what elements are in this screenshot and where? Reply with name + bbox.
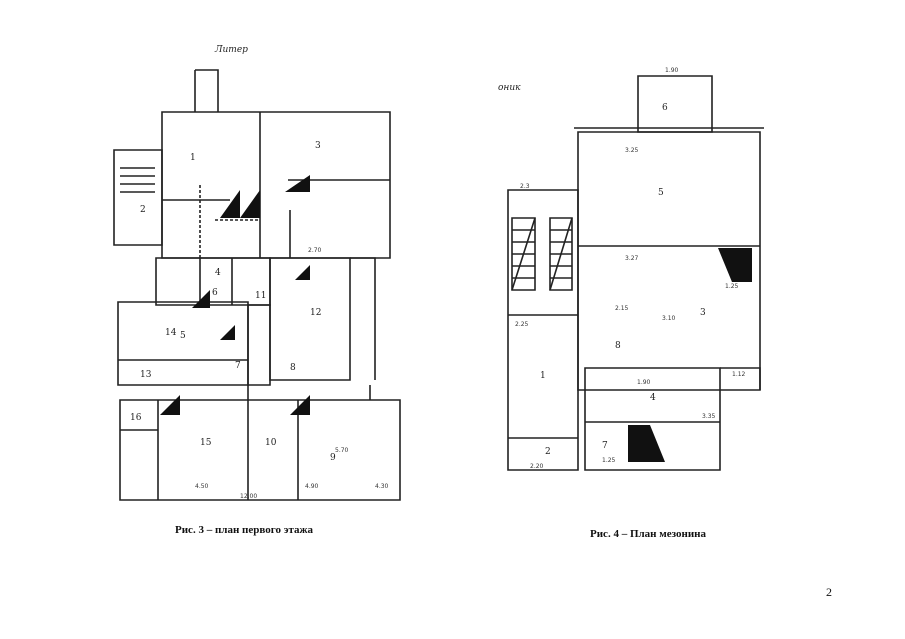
fig4-room-label: 6 — [662, 103, 668, 113]
fig3-dimension: 12.00 — [240, 493, 257, 500]
fig4-header-handwriting: оник — [498, 83, 521, 93]
page-number: 2 — [826, 585, 832, 599]
fig3-dimension: 4.90 — [305, 483, 319, 490]
fig4-dimension: 1.90 — [637, 379, 651, 386]
fig4-dimension: 3.35 — [702, 413, 716, 420]
fig4-dimension: 2.25 — [515, 321, 529, 328]
fig3-dimension: 2.70 — [308, 247, 322, 254]
fig3-room-label: 6 — [212, 288, 218, 298]
fig3-room-label: 9 — [330, 453, 336, 463]
fig4-dimension: 1.25 — [602, 457, 616, 464]
fig4-dimension: 2.15 — [615, 305, 629, 312]
fig3-room-label: 13 — [140, 370, 152, 380]
fig4-dimension: 2.20 — [530, 463, 544, 470]
fig3-room-label: 15 — [200, 438, 212, 448]
fig3-room-label: 5 — [180, 331, 186, 341]
floor-plan-mezzanine: оник 6 5 3 8 1 4 2 7 1.90 3.25 3.27 2.15… — [490, 50, 780, 490]
fig3-room-label: 4 — [215, 268, 221, 278]
fig3-dimension: 4.30 — [375, 483, 389, 490]
fig3-dimension: 4.50 — [195, 483, 209, 490]
fig4-dimension: 3.25 — [625, 147, 639, 154]
fig4-room-label: 1 — [540, 371, 546, 381]
fig4-room-label: 7 — [602, 441, 608, 451]
fig4-room-label: 8 — [615, 341, 621, 351]
fig3-room-label: 16 — [130, 413, 142, 423]
fig4-room-label: 2 — [545, 447, 551, 457]
fig4-dimension: 1.25 — [725, 283, 739, 290]
fig4-dimension: 1.12 — [732, 371, 746, 378]
fig3-dimension: 5.70 — [335, 447, 349, 454]
fig4-dimension: 3.27 — [625, 255, 639, 262]
floor-plan-mezzanine-drawing: оник 6 5 3 8 1 4 2 7 1.90 3.25 3.27 2.15… — [498, 67, 764, 471]
fig4-room-label: 4 — [650, 393, 656, 403]
fig4-room-label: 3 — [700, 308, 706, 318]
floor-plan-first-floor-drawing: Литер 1 2 3 4 5 6 7 8 9 10 11 12 13 14 1… — [113, 45, 401, 501]
fig3-room-label: 10 — [265, 438, 277, 448]
fig4-room-label: 5 — [658, 188, 664, 198]
fig3-room-label: 2 — [140, 205, 146, 215]
fig3-room-label: 12 — [310, 308, 321, 318]
fig4-dimension: 1.90 — [665, 67, 679, 74]
fig3-room-label: 11 — [255, 291, 266, 301]
figure-4-caption: Рис. 4 – План мезонина — [590, 528, 706, 540]
fig4-dimension: 3.10 — [662, 315, 676, 322]
fig3-room-label: 1 — [190, 153, 196, 163]
fig3-room-label: 14 — [165, 328, 177, 338]
fig3-room-label: 7 — [235, 361, 241, 371]
fig3-room-label: 3 — [315, 141, 321, 151]
fig4-dimension: 2.3 — [520, 183, 530, 190]
floor-plan-first-floor: Литер 1 2 3 4 5 6 7 8 9 10 11 12 13 14 1… — [100, 40, 420, 520]
figure-3-caption: Рис. 3 – план первого этажа — [175, 524, 313, 536]
fig3-room-label: 8 — [290, 363, 296, 373]
fig3-header-handwriting: Литер — [214, 45, 248, 55]
